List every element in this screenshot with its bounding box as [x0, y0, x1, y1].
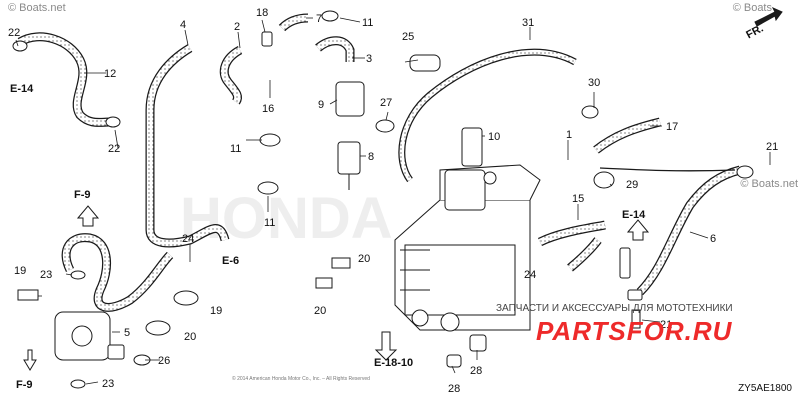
callout-29: 29: [626, 179, 638, 191]
leader-lines: [15, 17, 771, 385]
diagram-code: ZY5AE1800: [738, 383, 792, 394]
ref-e14-left: E-14: [10, 83, 34, 95]
callout-23-bottom: 23: [102, 378, 114, 390]
callout-8: 8: [368, 151, 374, 163]
callout-7: 7: [316, 13, 322, 25]
callout-17: 18: [256, 7, 268, 19]
ref-e18-10: E-18-10: [374, 357, 413, 369]
clamps: [12, 10, 754, 389]
ad-logo[interactable]: PARTSFOR.RU: [536, 316, 733, 346]
callout-21-top: 21: [766, 141, 778, 153]
callout-22-bottom: 22: [108, 143, 120, 155]
callout-28-bottom: 28: [448, 383, 460, 395]
callout-20-top: 20: [358, 253, 370, 265]
watermark-top-left: © Boats.net: [8, 2, 66, 14]
callout-30: 30: [588, 77, 600, 89]
callout-2: 2: [234, 21, 240, 33]
watermark-top-right: © Boats: [732, 2, 772, 14]
callout-labels: 12 4 2 18 7 11 3 16 9 8 25 27 10 31 30 1…: [8, 7, 778, 395]
ref-e6: E-6: [222, 255, 239, 267]
callout-9: 9: [318, 99, 324, 111]
ref-f9-top: F-9: [74, 189, 91, 201]
callout-22-top: 22: [8, 27, 20, 39]
copyright-text: © 2014 American Honda Motor Co., Inc. – …: [232, 376, 370, 382]
callout-19: 19: [14, 265, 26, 277]
callout-26: 26: [158, 355, 170, 367]
callout-13: 12: [104, 68, 116, 80]
callout-10: 10: [488, 131, 500, 143]
callout-14: 15: [572, 193, 584, 205]
callout-24-left: 24: [182, 233, 194, 245]
callout-25: 25: [402, 31, 414, 43]
callout-11-bottom: 11: [264, 217, 275, 229]
callout-27: 27: [380, 97, 392, 109]
callout-24-right: 24: [524, 269, 536, 281]
ad-tagline: ЗАПЧАСТИ И АКСЕССУАРЫ ДЛЯ МОТОТЕХНИКИ: [496, 303, 733, 314]
fuel-pump-block: [394, 127, 541, 332]
reference-labels: E-14 F-9 E-6 E-14 E-18-10 F-9: [10, 83, 646, 391]
filter-9: [335, 81, 365, 190]
callout-23-top: 23: [40, 269, 52, 281]
ref-f9-bottom: F-9: [16, 379, 33, 391]
pump-5: [54, 311, 125, 361]
watermark-mid-right: © Boats.net: [740, 178, 798, 190]
callout-3: 3: [366, 53, 372, 65]
callout-20-bottom: 20: [314, 305, 326, 317]
callout-15: 16: [262, 103, 274, 115]
callout-21-bottom: 21: [660, 319, 672, 331]
brand-shadow: HONDA: [180, 186, 393, 251]
callout-5: 5: [124, 327, 130, 339]
hose-13: [17, 32, 111, 127]
callout-11-top: 11: [230, 143, 241, 155]
callout-1: 1: [566, 129, 572, 141]
callout-18-top: 19: [210, 305, 222, 317]
callout-28-right: 28: [470, 365, 482, 377]
callout-6: 6: [710, 233, 716, 245]
callout-18-bottom: 20: [184, 331, 196, 343]
ref-arrows: [23, 6, 783, 371]
ref-e14-right: E-14: [622, 209, 646, 221]
callout-31: 31: [522, 17, 534, 29]
callout-16: 17: [666, 121, 678, 133]
hoses: [17, 13, 742, 312]
callout-12: 11: [362, 17, 373, 29]
callout-4: 4: [180, 19, 186, 31]
